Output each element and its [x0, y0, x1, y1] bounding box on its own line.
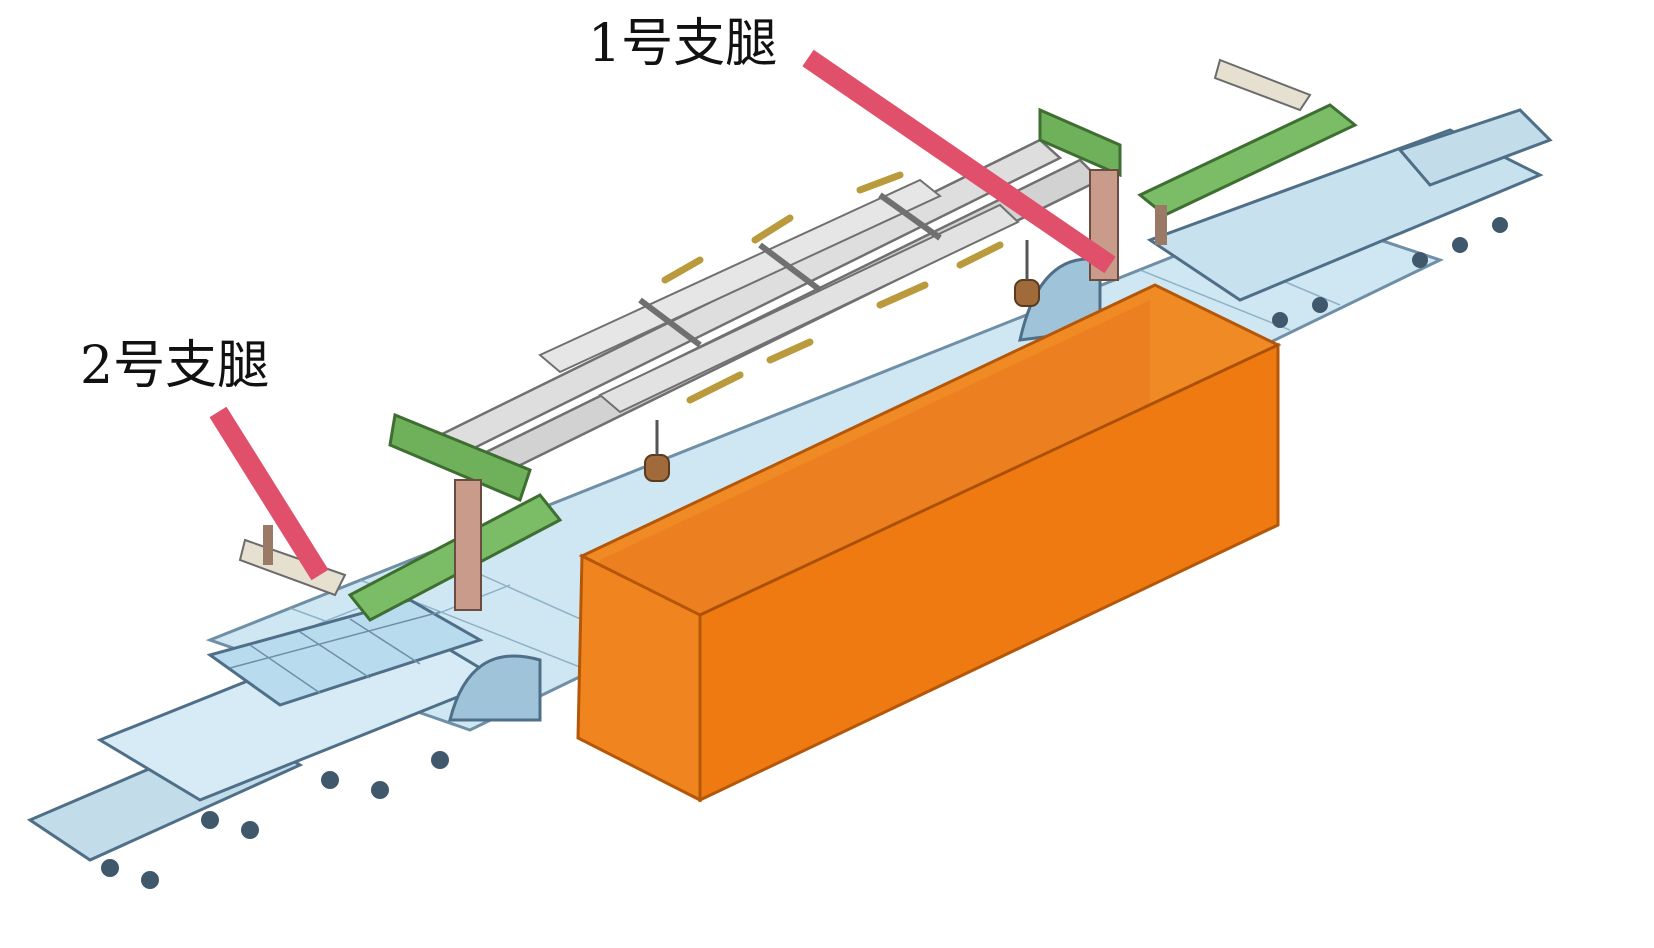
support-leg-2: [238, 412, 563, 622]
right-bogie: [1397, 108, 1553, 187]
left-turntable: [448, 654, 542, 722]
label-support-leg-2: 2号支腿: [80, 336, 270, 396]
callout-line-leg-2: [209, 406, 329, 581]
left-raised-deck: [206, 598, 484, 707]
hook-1: [644, 454, 670, 482]
gantry-beam-inner-1: [538, 178, 942, 374]
gantry-beam-inner-2: [598, 203, 1020, 414]
cargo-box-end: [576, 553, 702, 803]
label-support-leg-1: 1号支腿: [588, 14, 778, 74]
cargo-box: [576, 283, 1282, 803]
gantry-structure: [427, 138, 1103, 482]
callout-line-leg-1: [802, 49, 1116, 274]
hook-2: [1014, 279, 1040, 307]
support-leg-1: [1038, 58, 1358, 281]
